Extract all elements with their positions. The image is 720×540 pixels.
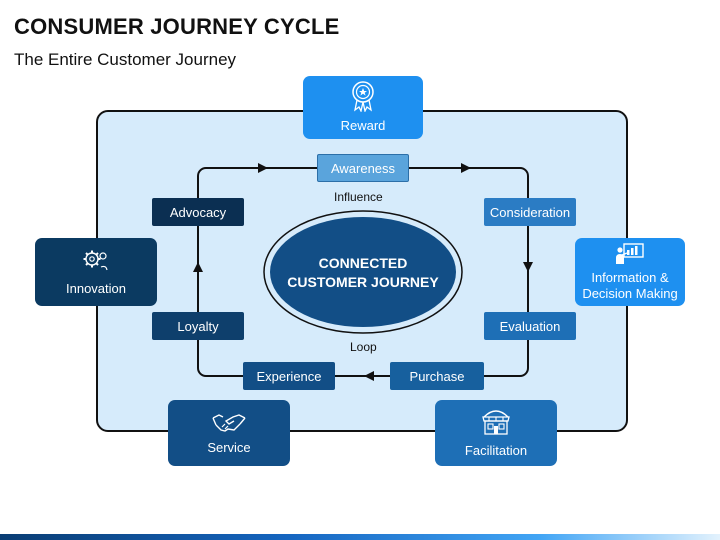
stage-consideration: Consideration (484, 198, 576, 226)
center-line-2: CUSTOMER JOURNEY (287, 274, 439, 290)
stage-advocacy: Advocacy (152, 198, 244, 226)
information-line-2: Decision Making (582, 286, 678, 301)
innovation-label: Innovation (66, 280, 126, 296)
footer-gradient-bar (0, 534, 720, 540)
loop-label: Loop (350, 340, 377, 354)
stage-experience: Experience (243, 362, 335, 390)
information-card: Information & Decision Making (575, 238, 685, 306)
reward-label: Reward (340, 118, 386, 134)
reward-card: Reward (303, 76, 423, 139)
presentation-icon (616, 243, 644, 264)
service-label: Service (207, 439, 251, 455)
award-ribbon-icon (352, 81, 374, 113)
page-title: CONSUMER JOURNEY CYCLE (14, 14, 340, 39)
gear-brain-icon (83, 250, 108, 271)
center-title: CONNECTED CUSTOMER JOURNEY (270, 254, 456, 292)
stage-awareness: Awareness (317, 154, 409, 182)
facilitation-card: Facilitation (435, 400, 557, 466)
information-line-1: Information & (591, 269, 669, 285)
stage-loyalty: Loyalty (152, 312, 244, 340)
center-line-1: CONNECTED (318, 255, 408, 271)
page-subtitle: The Entire Customer Journey (14, 50, 237, 69)
facilitation-label: Facilitation (464, 442, 528, 458)
handshake-icon (212, 414, 246, 432)
influence-label: Influence (334, 190, 383, 204)
stage-purchase: Purchase (390, 362, 484, 390)
stage-evaluation: Evaluation (484, 312, 576, 340)
service-card: Service (168, 400, 290, 466)
innovation-card: Innovation (35, 238, 157, 306)
store-icon (482, 410, 510, 435)
